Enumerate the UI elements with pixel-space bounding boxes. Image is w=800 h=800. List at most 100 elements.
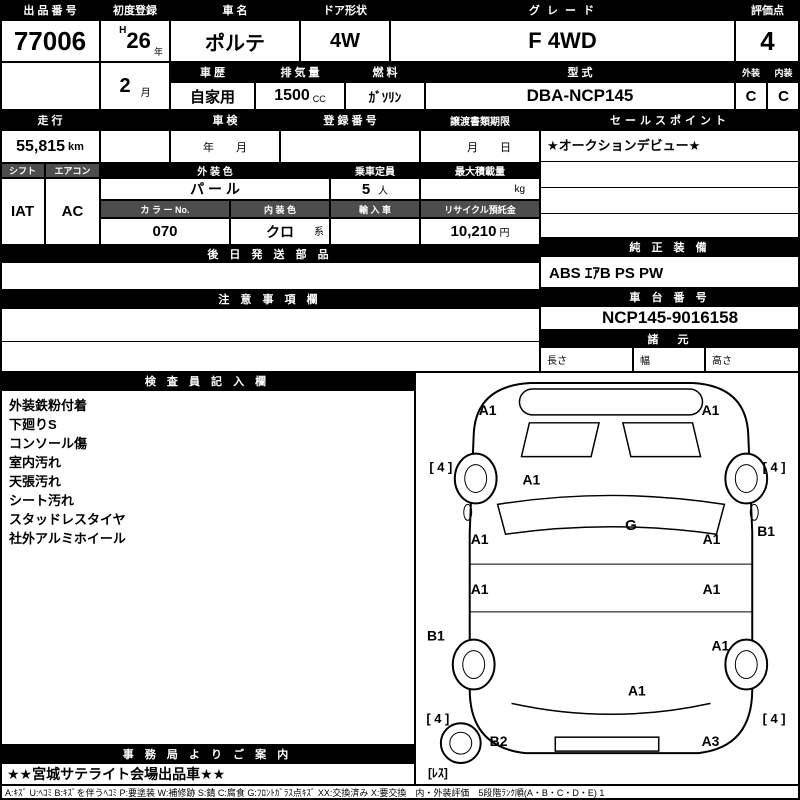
inspection-header: 車 検 [170, 110, 280, 130]
ruled-line [541, 161, 799, 162]
rear-right-wheel [724, 638, 769, 691]
sales-point-area: ★オークションデビュー★ [540, 130, 800, 238]
exterior-grade: C [735, 82, 767, 110]
aircon-value: AC [45, 178, 100, 245]
month-unit: 月 [140, 88, 151, 99]
inspector-note: 下廻りS [9, 417, 57, 432]
max-load-header: 最大積載量 [420, 163, 540, 178]
windshield [496, 494, 726, 536]
first-reg-year-cell: H 26 年 [100, 20, 170, 62]
spec-width-label: 幅 [633, 347, 705, 372]
ext-color-value: パ ー ル [100, 178, 330, 200]
inspector-note: シート汚れ [9, 493, 75, 508]
damage-labels: A1 A1 [ 4 ] [ 4 ] A1 A1 G A1 B1 A1 A1 B1… [426, 402, 785, 780]
auction-no-empty-cell [0, 62, 100, 110]
front-bumper [518, 388, 704, 416]
recycle-header: リサイクル預託金 [420, 200, 540, 218]
damage-label: B2 [490, 733, 508, 749]
damage-label: A1 [479, 402, 497, 418]
history-value: 自家用 [170, 82, 255, 110]
recycle-cell: 10,210 円 [420, 218, 540, 245]
grade-value: F 4WD [390, 20, 735, 62]
fuel-header: 燃 料 [345, 62, 425, 82]
int-color-value: クロ [266, 223, 294, 240]
mileage-cell: 55,815 km [0, 130, 100, 163]
model-header: 型 式 [425, 62, 735, 82]
inspector-note: 社外アルミホイール [9, 531, 126, 546]
shift-header: シフト [0, 163, 45, 178]
spec-header: 諸 元 [540, 330, 800, 347]
door-shape-header: ドア形状 [300, 0, 390, 20]
inspector-note: 外装鉄粉付着 [9, 398, 88, 413]
reg-no-header: 登 録 番 号 [280, 110, 420, 130]
hood-panel-left [520, 422, 600, 458]
inspector-notes-area: 外装鉄粉付着 下廻りS コンソール傷 室内汚れ 天張汚れ シート汚れ スタッドレ… [0, 390, 415, 745]
car-name-header: 車 名 [170, 0, 300, 20]
capacity-header: 乗車定員 [330, 163, 420, 178]
legend: A:ｷｽﾞ U:ﾍｺﾐ B:ｷｽﾞを伴うﾍｺﾐ P:要塗装 W:補修跡 S:錆 … [0, 785, 800, 800]
sales-point-header: セールスポイント [540, 110, 800, 130]
front-right-wheel [724, 452, 769, 505]
damage-label: A1 [712, 638, 730, 654]
caution-header: 注 意 事 項 欄 [0, 290, 540, 308]
car-name-value: ポルテ [170, 20, 300, 62]
spare-tire [439, 722, 482, 765]
tire-depth-label: [ 4 ] [426, 711, 449, 726]
rear-right-rim [734, 650, 758, 679]
first-reg-header: 初度登録 [100, 0, 170, 20]
car-diagram: A1 A1 [ 4 ] [ 4 ] A1 A1 G A1 B1 A1 A1 B1… [426, 382, 786, 780]
shift-value: IAT [0, 178, 45, 245]
ext-color-header: 外 装 色 [100, 163, 330, 178]
ruled-line [541, 187, 799, 188]
car-body-outline [463, 382, 759, 755]
inspector-note: コンソール傷 [9, 436, 88, 451]
later-parts-area [0, 262, 540, 290]
int-color-cell: クロ 系 [230, 218, 330, 245]
car-diagram-area: A1 A1 [ 4 ] [ 4 ] A1 A1 G A1 B1 A1 A1 B1… [415, 372, 800, 785]
damage-label: A1 [703, 581, 721, 597]
capacity-value: 5 [361, 180, 371, 198]
transfer-deadline-value: 月 日 [420, 130, 540, 163]
year-unit: 年 [153, 47, 163, 57]
wheels [439, 452, 769, 765]
genuine-equip-header: 純 正 装 備 [540, 238, 800, 256]
spec-height-label: 高さ [705, 347, 800, 372]
first-reg-month-cell: 2 月 [100, 62, 170, 110]
model-value: DBA-NCP145 [425, 82, 735, 110]
inspector-note: 天張汚れ [9, 474, 62, 489]
inspector-note: スタッドレスタイヤ [9, 512, 126, 527]
transfer-deadline-header: 譲渡書類期限 [420, 110, 540, 130]
chassis-no-value: NCP145-9016158 [540, 306, 800, 330]
inspection-value: 年 月 [170, 130, 280, 163]
genuine-equip-value: ABS ｴｱB PS PW [540, 256, 800, 288]
ruled-line [541, 213, 799, 214]
inspector-note: 室内汚れ [9, 455, 62, 470]
glass-damage-label: G [625, 517, 637, 534]
damage-label: A1 [471, 581, 489, 597]
color-no-value: 070 [100, 218, 230, 245]
damage-label: A1 [703, 531, 721, 547]
front-right-rim [734, 464, 758, 493]
max-load-unit: kg [420, 178, 540, 200]
inspection-empty-cell [100, 130, 170, 163]
exterior-header: 外装 [735, 62, 767, 82]
rear-left-wheel [451, 638, 496, 691]
rear-bumper [554, 736, 660, 752]
capacity-unit: 人 [378, 185, 389, 197]
tire-depth-label: [ 4 ] [763, 711, 786, 726]
damage-label: A1 [523, 471, 541, 487]
interior-header: 内装 [767, 62, 800, 82]
damage-label: A1 [628, 682, 646, 698]
rear-window [511, 702, 711, 715]
tire-depth-label: [ 4 ] [763, 460, 786, 475]
later-parts-header: 後 日 発 送 部 品 [0, 245, 540, 262]
recycle-value: 10,210 [450, 223, 497, 240]
displacement-unit: CC [312, 94, 326, 104]
front-left-rim [464, 464, 488, 493]
damage-label: B1 [757, 523, 775, 539]
mileage-header: 走 行 [0, 110, 100, 130]
office-value: ★★宮城サテライト会場出品車★★ [0, 763, 415, 785]
int-color-unit: 系 [314, 227, 324, 238]
first-reg-year: 26 [126, 28, 151, 53]
